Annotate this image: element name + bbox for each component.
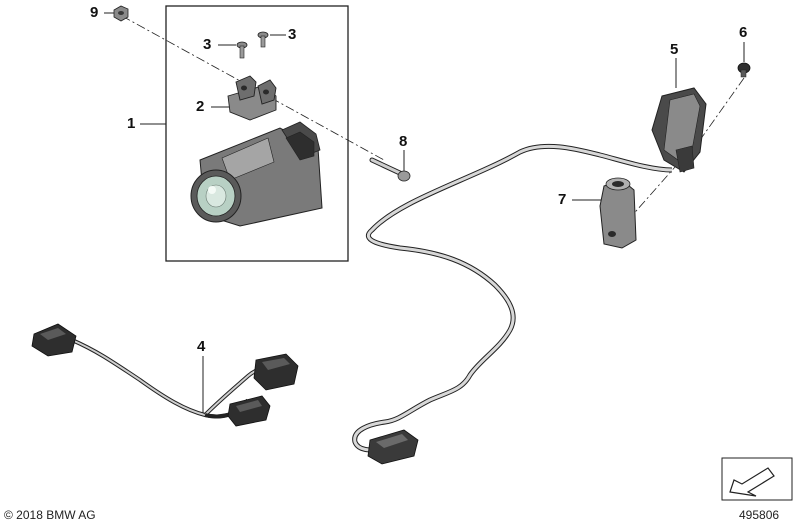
leader-lines <box>104 12 745 415</box>
clamp-part-7 <box>599 177 637 249</box>
callout-part-6: 6 <box>739 24 748 41</box>
assembly-frame <box>165 5 349 262</box>
cable-connector-end <box>367 429 419 465</box>
callout-part-1: 1 <box>127 115 136 132</box>
bolt-part-8 <box>369 157 411 182</box>
callout-part-8: 8 <box>399 133 408 150</box>
arrow-icon <box>721 457 793 501</box>
callout-part-4: 4 <box>197 338 206 355</box>
harness-connector-left <box>31 323 77 357</box>
callout-part-2: 2 <box>196 98 205 115</box>
harness-connector-lower-right <box>227 395 271 427</box>
callout-part-3-left: 3 <box>203 36 212 53</box>
auxiliary-light-part-1 <box>190 121 323 227</box>
screw-part-3-right <box>257 31 269 48</box>
callout-part-5: 5 <box>670 41 679 58</box>
nut-part-9 <box>113 5 129 22</box>
harness-connector-upper-right <box>253 353 299 391</box>
cable-main <box>352 143 673 453</box>
screw-part-3-left <box>236 41 248 59</box>
switch-housing-part-5 <box>651 87 707 173</box>
callout-part-9: 9 <box>90 4 99 21</box>
callout-part-3-right: 3 <box>288 26 297 43</box>
diagram-number: 495806 <box>739 508 780 522</box>
callout-part-7: 7 <box>558 191 567 208</box>
bracket-part-2 <box>227 75 277 121</box>
copyright-text: © 2018 BMW AG <box>4 508 96 522</box>
screw-part-6 <box>737 62 751 78</box>
